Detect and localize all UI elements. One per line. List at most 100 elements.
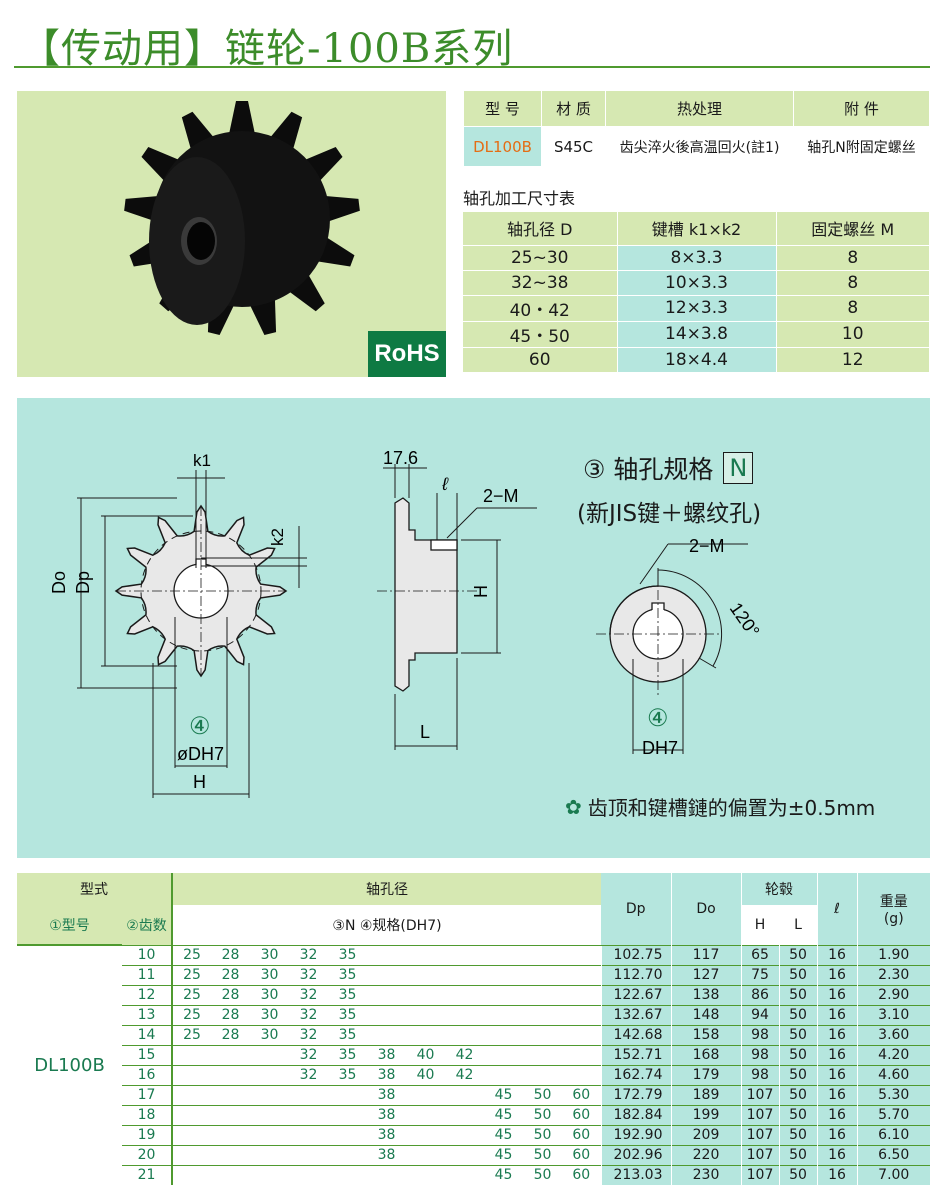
- drawing-panel: Do Dp k1 k2 ④ øDH7 H 17.6 ℓ: [17, 398, 930, 858]
- bore-size: 30: [250, 1004, 289, 1025]
- bore-size: [406, 1164, 445, 1185]
- value-ell: 16: [816, 1024, 857, 1045]
- hdr-model-no: ①型号: [17, 905, 122, 945]
- bore-size: [250, 1124, 289, 1145]
- value-dp: 192.90: [600, 1124, 671, 1145]
- bore-size: 38: [367, 1084, 406, 1105]
- value-w: 4.60: [856, 1064, 930, 1085]
- bore-cell: 14×3.8: [617, 320, 777, 347]
- bore-size: [328, 1104, 367, 1125]
- teeth-count: 18: [122, 1104, 172, 1125]
- spec-accessory: 轴孔N附固定螺丝: [793, 126, 930, 167]
- value-do: 127: [670, 964, 741, 985]
- bore-size: [484, 1064, 523, 1085]
- bore-size: [562, 1024, 601, 1045]
- value-l: 50: [778, 1104, 817, 1125]
- bore-size: [171, 1104, 211, 1125]
- bore-size: [562, 964, 601, 985]
- bore-size: [328, 1124, 367, 1145]
- bore-size: 32: [289, 1064, 328, 1085]
- bore-size: 60: [562, 1164, 601, 1185]
- value-dp: 102.75: [600, 944, 671, 965]
- bore-header-key: 键槽 k1×k2: [617, 212, 777, 245]
- bore-size: 30: [250, 944, 289, 965]
- label-120deg: 120°: [726, 599, 764, 641]
- hdr-weight: 重量 (g): [856, 873, 930, 945]
- value-l: 50: [778, 1164, 817, 1185]
- bore-spec-title: ③ 轴孔规格 N: [583, 450, 754, 486]
- value-h: 98: [740, 1044, 779, 1065]
- value-h: 86: [740, 984, 779, 1005]
- teeth-count: 19: [122, 1124, 172, 1145]
- bore-size: 32: [289, 1024, 328, 1045]
- bore-size: 28: [211, 1004, 250, 1025]
- teeth-count: 13: [122, 1004, 172, 1025]
- bore-cell: 12×3.3: [617, 294, 777, 321]
- value-h: 98: [740, 1064, 779, 1085]
- bore-size: 32: [289, 1044, 328, 1065]
- main-table: 型式 轴孔径 Dp Do 轮毂 ℓ 重量 (g) ①型号 ②齿数 ③N ④规格(…: [17, 873, 930, 1185]
- value-ell: 16: [816, 1064, 857, 1085]
- bore-size: 28: [211, 944, 250, 965]
- bore-size: [406, 1004, 445, 1025]
- hdr-weight-unit: (g): [883, 910, 904, 927]
- bore-size: 32: [289, 984, 328, 1005]
- value-l: 50: [778, 1144, 817, 1165]
- bore-size: [445, 1004, 484, 1025]
- bore-cell: 25~30: [463, 244, 618, 270]
- value-ell: 16: [816, 1044, 857, 1065]
- bore-cell: 8: [776, 244, 930, 270]
- value-dp: 182.84: [600, 1104, 671, 1125]
- bore-size: [171, 1064, 211, 1085]
- bore-size: [367, 1024, 406, 1045]
- bore-size: [406, 944, 445, 965]
- bore-size: [406, 1104, 445, 1125]
- bore-cell: 40・42: [463, 294, 618, 321]
- bore-size: [367, 1004, 406, 1025]
- bore-size: 25: [171, 984, 211, 1005]
- bore-size: 45: [484, 1084, 523, 1105]
- spec-header-material: 材 质: [541, 90, 606, 127]
- bore-size: [562, 1044, 601, 1065]
- bore-size: [211, 1064, 250, 1085]
- hdr-dp: Dp: [601, 873, 671, 945]
- bore-size: 28: [211, 984, 250, 1005]
- bore-cell: 60: [463, 346, 618, 372]
- bore-size: [406, 1084, 445, 1105]
- sprocket-photo-icon: [124, 101, 360, 336]
- bore-size: 45: [484, 1144, 523, 1165]
- bore-size: [250, 1044, 289, 1065]
- bore-cell: 32~38: [463, 269, 618, 295]
- bore-cell: 45・50: [463, 320, 618, 347]
- bore-size: 35: [328, 944, 367, 965]
- hdr-weight-label: 重量: [879, 893, 908, 910]
- teeth-count: 16: [122, 1064, 172, 1085]
- hdr-h: H: [740, 905, 779, 945]
- bore-size: [445, 1124, 484, 1145]
- bore-size: 35: [328, 1044, 367, 1065]
- value-do: 138: [670, 984, 741, 1005]
- label-circle4-hub: ④: [647, 705, 669, 732]
- teeth-count: 17: [122, 1084, 172, 1105]
- value-w: 4.20: [856, 1044, 930, 1065]
- bore-size: 35: [328, 1024, 367, 1045]
- bore-size: [523, 1064, 562, 1085]
- technical-drawing: Do Dp k1 k2 ④ øDH7 H 17.6 ℓ: [49, 448, 764, 798]
- bore-size: 45: [484, 1164, 523, 1185]
- bore-size: 38: [367, 1104, 406, 1125]
- bore-size: 42: [445, 1064, 484, 1085]
- spec-table: 型 号 材 质 热处理 附 件 DL100B S45C 齿尖淬火後高温回火(註1…: [463, 90, 930, 167]
- label-h: H: [193, 772, 206, 792]
- bore-size: 30: [250, 984, 289, 1005]
- bore-size: [250, 1164, 289, 1185]
- value-dp: 132.67: [600, 1004, 671, 1025]
